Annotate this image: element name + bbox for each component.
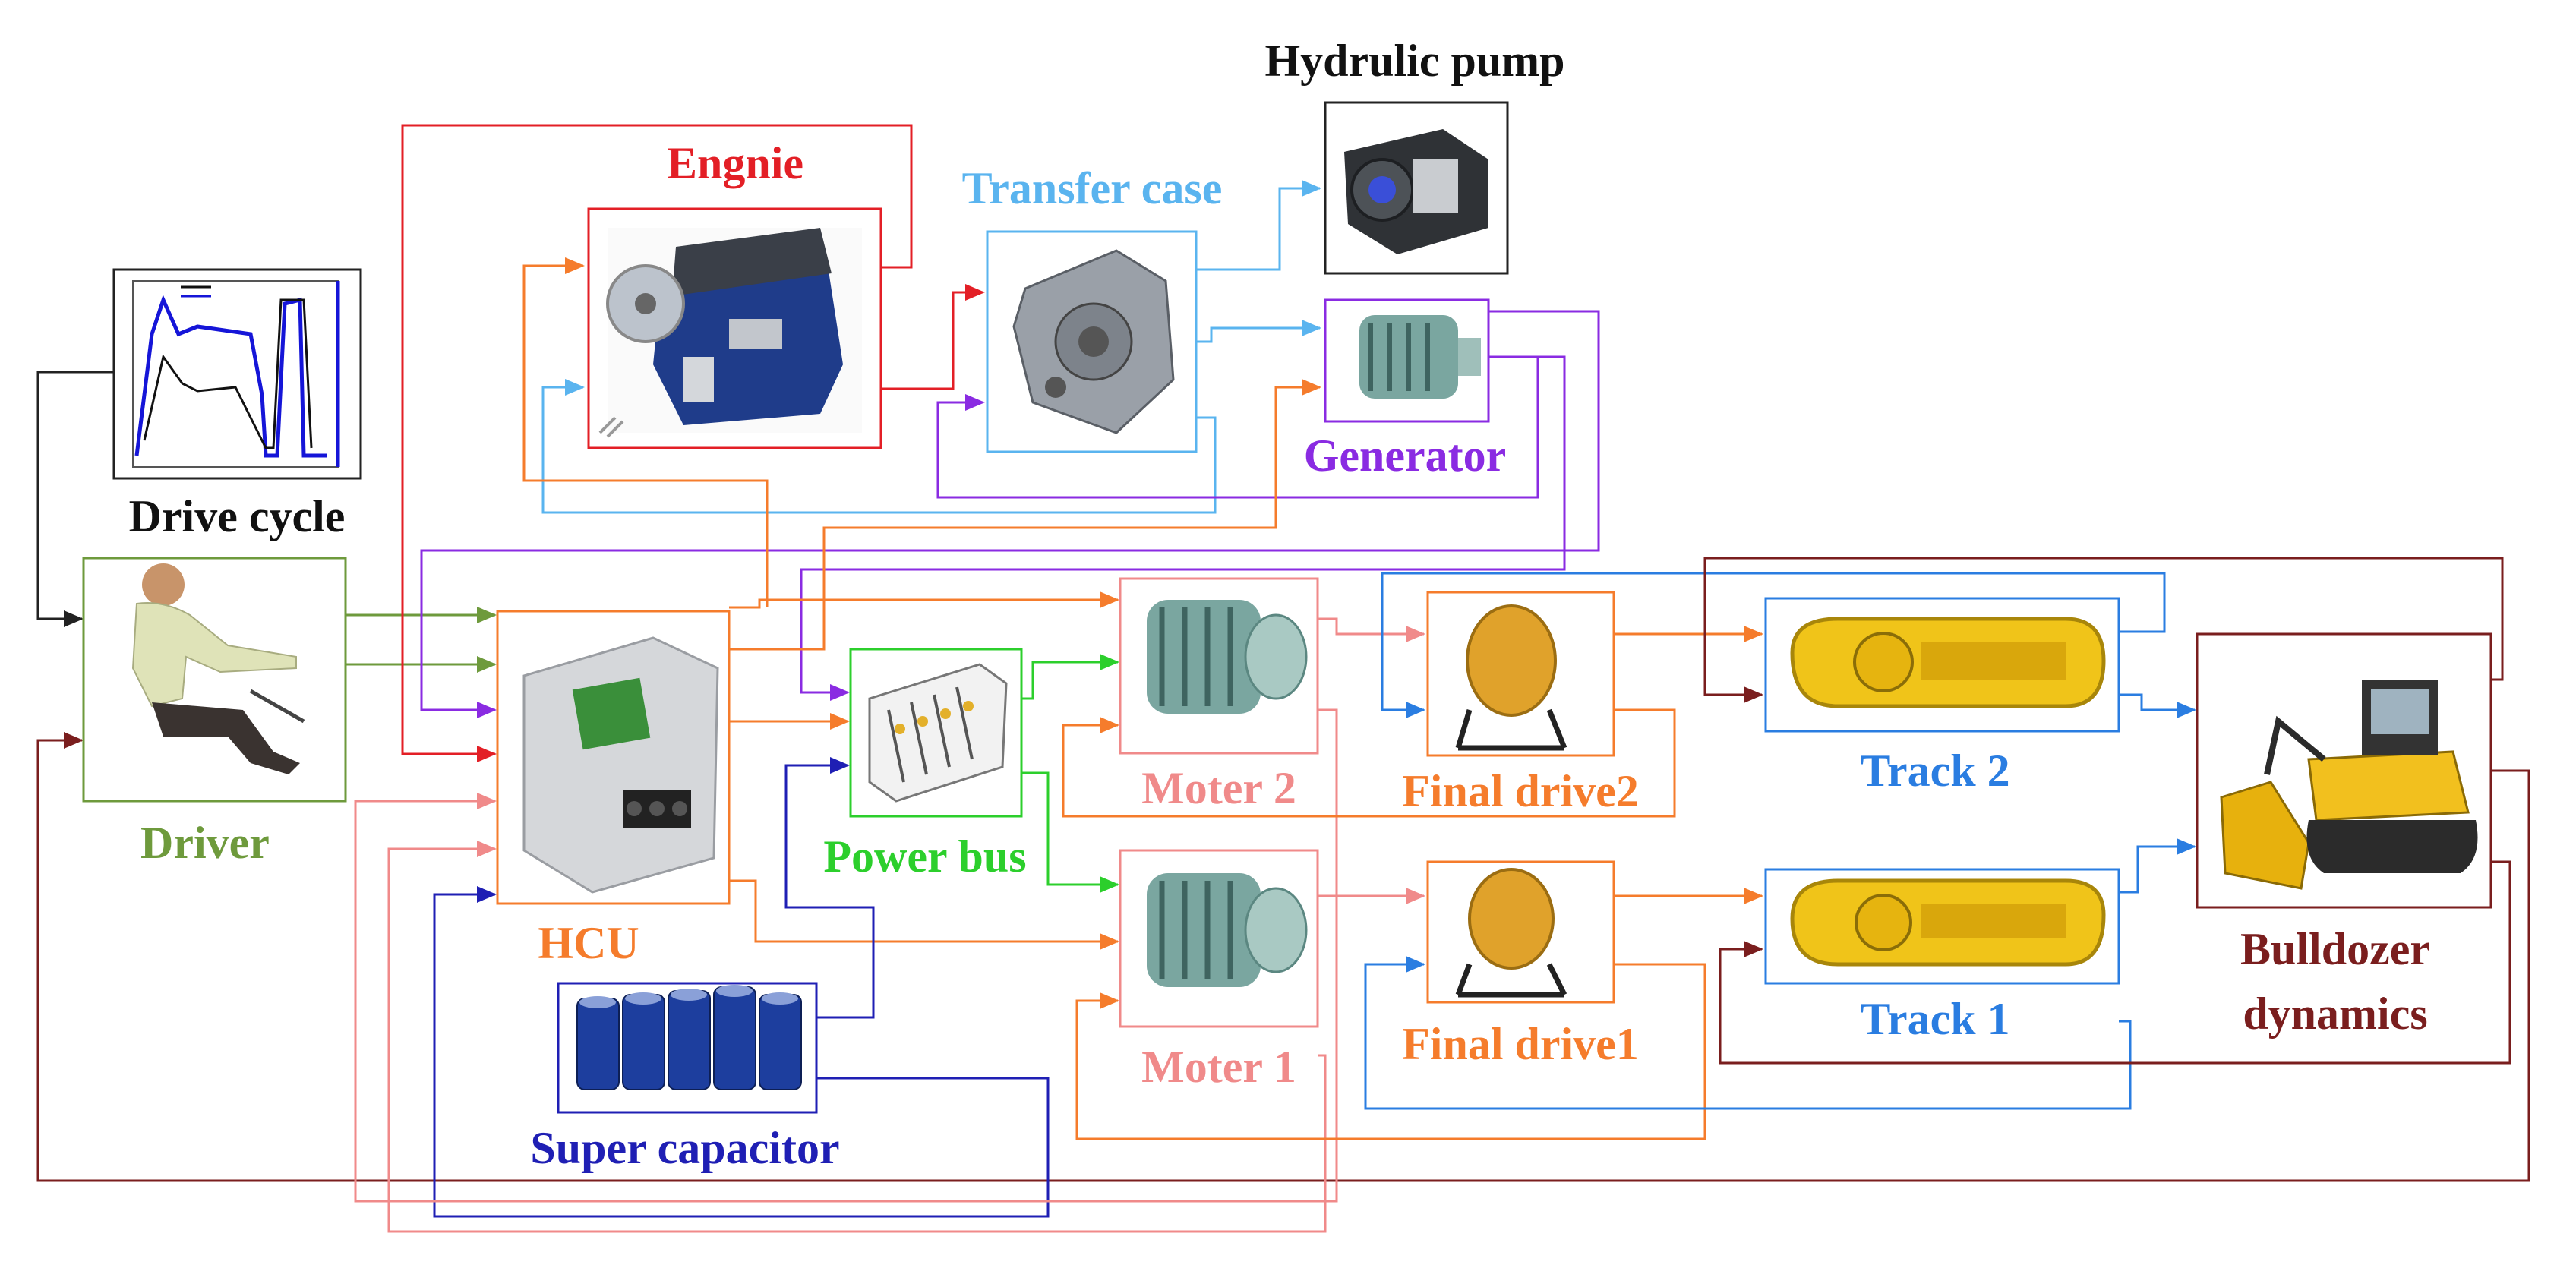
generator-block[interactable] (1324, 298, 1490, 423)
track1-label: Track 1 (1860, 994, 2009, 1044)
drive-cycle-block[interactable] (112, 268, 362, 480)
wire-capacitor-to-power-bus (784, 757, 875, 1019)
power-bus-icon (868, 663, 1008, 803)
wire-hcu-to-generator (729, 379, 1321, 651)
track2-block[interactable] (1764, 597, 2120, 733)
wire-capacitor-to-hcu (433, 886, 1050, 1218)
hydraulic-pump-block[interactable] (1324, 101, 1509, 275)
wire-motor2-to-hcu (354, 708, 1338, 1203)
electric-motor-icon (1147, 600, 1308, 714)
bulldozer-block[interactable] (2196, 632, 2492, 909)
bulldozer-icon (2220, 680, 2478, 890)
crawler-track-icon (1790, 878, 2106, 967)
electric-machine-icon (1359, 315, 1481, 399)
wire-engine-to-hcu (401, 124, 913, 762)
seated-driver-icon (131, 563, 305, 774)
engine-label: Engnie (667, 138, 803, 188)
transfer-case-block[interactable] (986, 230, 1198, 453)
wire-transfer-to-generator (1196, 320, 1321, 343)
final-drive2-label: Final drive2 (1402, 766, 1639, 816)
engine-block[interactable] (587, 207, 882, 449)
final-drive2-block[interactable] (1426, 591, 1615, 757)
track2-label: Track 2 (1860, 746, 2009, 796)
motor2-block[interactable] (1119, 577, 1319, 755)
track1-block[interactable] (1764, 868, 2120, 985)
final-drive-icon (1455, 604, 1567, 751)
wire-generator-to-hcu (420, 310, 1600, 718)
super-capacitor-block[interactable] (557, 982, 818, 1114)
driver-block[interactable] (82, 557, 347, 803)
final-drive1-block[interactable] (1426, 860, 1615, 1004)
wire-hcu-to-motor1 (729, 879, 1119, 950)
speed-profile-plot-icon (132, 280, 340, 468)
generator-label: Generator (1304, 431, 1507, 481)
motor1-block[interactable] (1119, 849, 1319, 1028)
capacitor-bank-icon (576, 985, 802, 1090)
wire-generator-to-transfer (936, 357, 1539, 499)
wire-track2-to-bulldozer (2119, 693, 2196, 718)
final-drive1-label: Final drive1 (1402, 1019, 1639, 1069)
wire-bulldozer-to-driver (36, 732, 2530, 1182)
transfer-case-label: Transfer case (962, 163, 1223, 213)
wire-motor1-to-hcu (387, 841, 1327, 1233)
wire-bulldozer-to-track2 (1703, 557, 2504, 703)
wire-track1-to-final-drive1 (1364, 956, 2132, 1110)
bulldozer-label-line1: Bulldozer (2240, 924, 2430, 974)
wire-transfer-to-engine (541, 379, 1217, 514)
signal-wires (36, 124, 2530, 1233)
hydraulic-pump-label: Hydrulic pump (1264, 36, 1564, 86)
wire-transfer-to-pump (1196, 180, 1321, 271)
wire-engine-to-transfer-case (881, 284, 985, 390)
wire-power-bus-to-motor1 (1021, 771, 1119, 893)
wire-final-drive1-to-motor1 (1075, 963, 1706, 1140)
wire-power-bus-to-motor2 (1021, 654, 1119, 700)
controller-module-icon (522, 636, 719, 894)
electric-motor-icon (1147, 873, 1308, 987)
driver-label: Driver (140, 818, 270, 868)
drive-cycle-label: Drive cycle (129, 491, 346, 541)
wire-track2-to-final-drive2 (1381, 572, 2166, 718)
hydraulic-pump-icon (1344, 129, 1488, 254)
motor1-label: Moter 1 (1141, 1042, 1296, 1092)
hcu-label: HCU (538, 918, 639, 968)
power-bus-block[interactable] (849, 648, 1023, 818)
hcu-block[interactable] (496, 610, 731, 905)
wire-final-drive2-to-motor2 (1062, 708, 1676, 818)
wire-generator-to-power-bus (800, 355, 1566, 701)
wire-motor2-to-final-drive2 (1318, 617, 1425, 642)
bulldozer-label-line2: dynamics (2243, 989, 2427, 1039)
motor2-label: Moter 2 (1141, 763, 1296, 813)
super-capacitor-label: Super capacitor (530, 1123, 839, 1173)
diesel-engine-icon (606, 228, 862, 433)
gearbox-icon (1012, 249, 1175, 434)
broken-link-icon (598, 416, 624, 438)
wire-hcu-to-engine (522, 257, 769, 607)
wire-drive-cycle-to-driver (36, 371, 114, 627)
crawler-track-icon (1790, 617, 2106, 708)
final-drive-icon (1455, 868, 1567, 998)
power-bus-label: Power bus (823, 831, 1026, 882)
wire-hcu-to-motor2 (729, 591, 1119, 609)
wire-track1-to-bulldozer (2119, 838, 2196, 894)
